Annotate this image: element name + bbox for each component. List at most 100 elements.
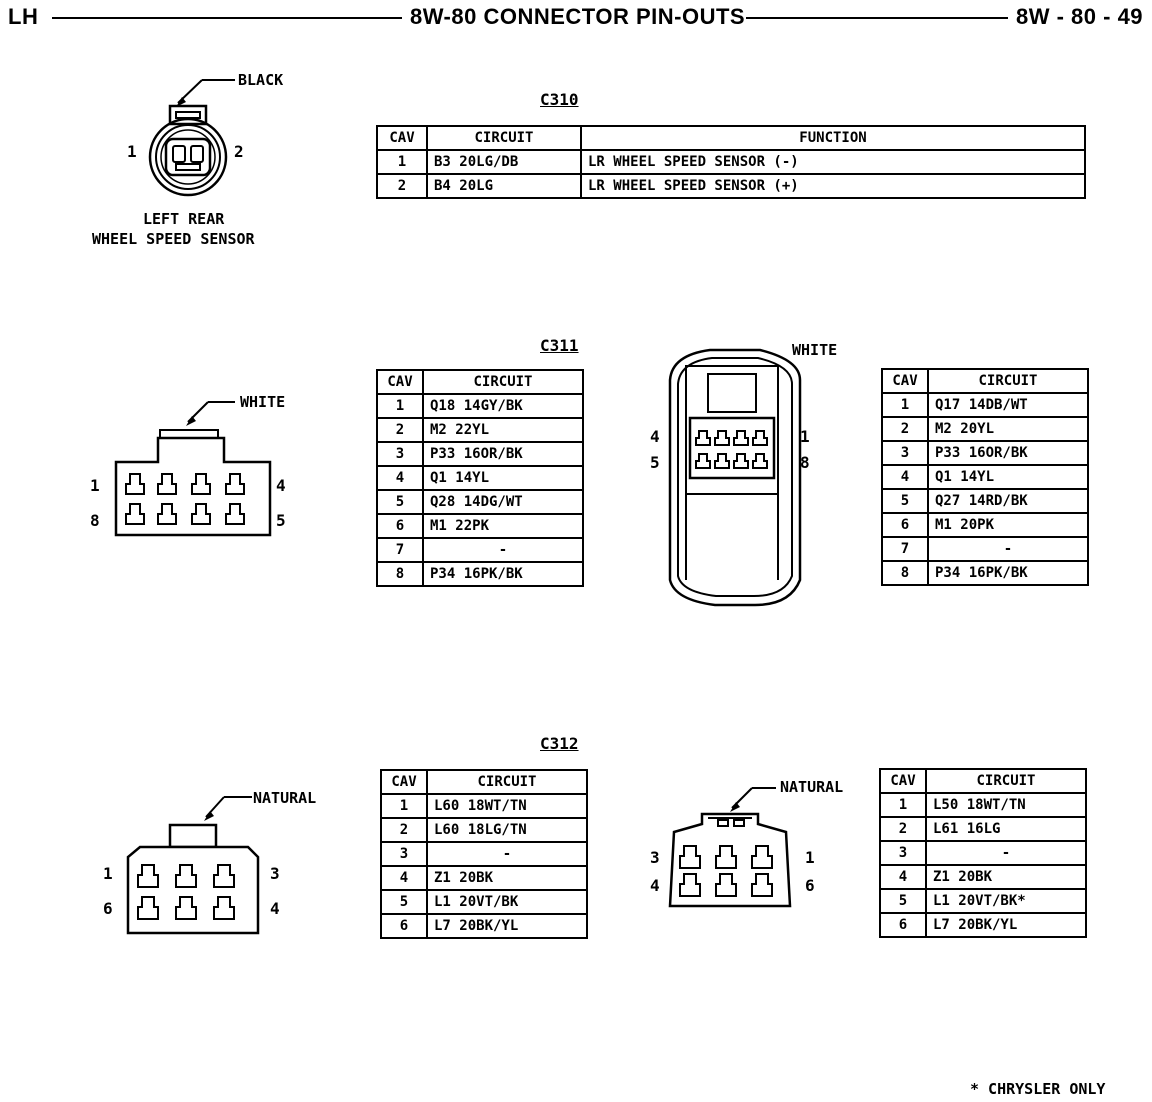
function-cell: LR WHEEL SPEED SENSOR (-)	[580, 149, 1086, 175]
c311-title: C311	[540, 336, 579, 355]
circuit-header: CIRCUIT	[426, 125, 582, 151]
cav-header: CAV	[380, 769, 428, 795]
circuit-cell: Q28 14DG/WT	[422, 489, 584, 515]
c312-right-pin-br: 6	[805, 876, 815, 895]
cav-header: CAV	[376, 125, 428, 151]
circuit-cell: -	[925, 840, 1087, 866]
circuit-cell: M2 22YL	[422, 417, 584, 443]
table-header-row: CAV CIRCUIT	[881, 368, 1089, 394]
circuit-cell: L50 18WT/TN	[925, 792, 1087, 818]
circuit-cell: M1 20PK	[927, 512, 1089, 538]
cav-cell: 8	[881, 560, 929, 586]
c312-left-pin-bl: 6	[103, 899, 113, 918]
cav-cell: 2	[380, 817, 428, 843]
circuit-cell: Q27 14RD/BK	[927, 488, 1089, 514]
circuit-cell: Q18 14GY/BK	[422, 393, 584, 419]
cav-cell: 6	[376, 513, 424, 539]
circuit-cell: P33 16OR/BK	[927, 440, 1089, 466]
c311-left-pin-tr: 4	[276, 476, 286, 495]
cav-cell: 6	[380, 913, 428, 939]
circuit-cell: Q17 14DB/WT	[927, 392, 1089, 418]
circuit-header: CIRCUIT	[925, 768, 1087, 794]
cav-cell: 4	[879, 864, 927, 890]
c311-right-connector-drawing	[668, 348, 802, 607]
footnote: * CHRYSLER ONLY	[970, 1080, 1106, 1098]
circuit-cell: L1 20VT/BK	[426, 889, 588, 915]
page-title: 8W-80 CONNECTOR PIN-OUTS	[410, 4, 746, 29]
c312-right-pin-tl: 3	[650, 848, 660, 867]
cav-cell: 6	[879, 912, 927, 938]
cav-cell: 8	[376, 561, 424, 587]
circuit-cell: L60 18LG/TN	[426, 817, 588, 843]
c311-right-pin-tl: 4	[650, 427, 660, 446]
c311-left-pin-tl: 1	[90, 476, 100, 495]
cav-header: CAV	[881, 368, 929, 394]
circuit-cell: M1 22PK	[422, 513, 584, 539]
circuit-cell: -	[422, 537, 584, 563]
circuit-cell: M2 20YL	[927, 416, 1089, 442]
header-side: LH	[8, 4, 39, 29]
c310-connector-name-line2: WHEEL SPEED SENSOR	[92, 230, 255, 248]
c310-pin-2-label: 2	[234, 142, 244, 161]
c310-color-label: BLACK	[238, 71, 284, 89]
c310-title: C310	[540, 90, 579, 109]
c311-left-color-label: WHITE	[240, 393, 286, 411]
circuit-header: CIRCUIT	[927, 368, 1089, 394]
table-header-row: CAV CIRCUIT FUNCTION	[376, 125, 1086, 151]
table-row: 1 B3 20LG/DB LR WHEEL SPEED SENSOR (-)	[376, 149, 1086, 175]
circuit-cell: Z1 20BK	[426, 865, 588, 891]
circuit-cell: -	[426, 841, 588, 867]
c311-right-pin-bl: 5	[650, 453, 660, 472]
c311-left-pin-bl: 8	[90, 511, 100, 530]
c312-left-pin-br: 4	[270, 899, 280, 918]
header-rule-right	[746, 17, 1008, 19]
cav-cell: 4	[376, 465, 424, 491]
c312-left-pin-tr: 3	[270, 864, 280, 883]
circuit-cell: P34 16PK/BK	[927, 560, 1089, 586]
cav-cell: 1	[879, 792, 927, 818]
header-rule-left	[52, 17, 402, 19]
c312-left-connector-drawing	[126, 796, 260, 935]
cav-header: CAV	[879, 768, 927, 794]
c312-right-pin-tr: 1	[805, 848, 815, 867]
cav-cell: 2	[376, 417, 424, 443]
table-row: 3-	[879, 840, 1087, 866]
circuit-cell: L7 20BK/YL	[925, 912, 1087, 938]
circuit-cell: P34 16PK/BK	[422, 561, 584, 587]
circuit-cell: L61 16LG	[925, 816, 1087, 842]
c311-left-pin-br: 5	[276, 511, 286, 530]
c312-left-pin-tl: 1	[103, 864, 113, 883]
cav-cell: 2	[376, 173, 428, 199]
c310-connector-name-line1: LEFT REAR	[143, 210, 225, 228]
c311-right-pin-br: 8	[800, 453, 810, 472]
cav-cell: 5	[881, 488, 929, 514]
cav-cell: 5	[376, 489, 424, 515]
cav-cell: 1	[376, 393, 424, 419]
cav-cell: 3	[380, 841, 428, 867]
circuit-cell: L60 18WT/TN	[426, 793, 588, 819]
table-row: 7-	[376, 537, 584, 563]
cav-cell: 5	[879, 888, 927, 914]
cav-cell: 1	[380, 793, 428, 819]
c310-pin-1-label: 1	[127, 142, 137, 161]
c312-right-color-label: NATURAL	[780, 778, 844, 796]
